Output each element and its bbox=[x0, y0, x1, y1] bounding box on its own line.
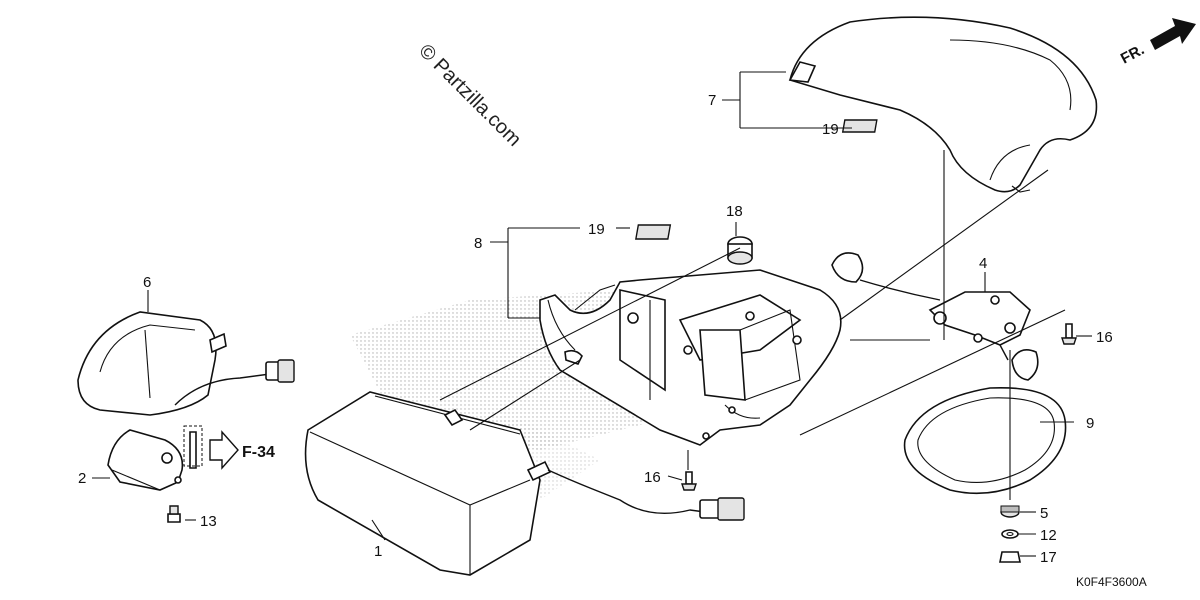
front-arrow-icon bbox=[1150, 18, 1196, 50]
callout-1: 1 bbox=[374, 543, 382, 560]
leader-lines bbox=[92, 71, 1092, 557]
part-7-seat-cowl bbox=[788, 16, 1098, 193]
part-2-license-light-base bbox=[107, 429, 184, 491]
callout-9: 9 bbox=[1086, 415, 1094, 432]
assembly-lines bbox=[439, 150, 1066, 500]
callout-2: 2 bbox=[78, 470, 86, 487]
mounting-screw bbox=[189, 431, 197, 469]
front-direction-indicator: FR. bbox=[1118, 18, 1196, 68]
part-16-screw-center bbox=[681, 471, 697, 491]
reference-f-34: F-34 bbox=[209, 430, 275, 470]
part-1-tail-light bbox=[304, 391, 552, 576]
callout-12: 12 bbox=[1040, 527, 1057, 544]
part-19-pad-lower bbox=[635, 224, 672, 240]
tail-light-wire bbox=[547, 469, 706, 515]
part-6-license-light-cover bbox=[77, 311, 227, 416]
reference-label: F-34 bbox=[242, 444, 275, 461]
watermark-text: © Partzilla.com bbox=[414, 40, 525, 151]
callout-7: 7 bbox=[708, 92, 716, 109]
diagram-code: K0F4F3600A bbox=[1076, 575, 1147, 589]
part-5-nut bbox=[1000, 505, 1020, 518]
callout-4: 4 bbox=[979, 255, 987, 272]
callout-13: 13 bbox=[200, 513, 217, 530]
part-8-rear-undercover bbox=[539, 269, 842, 446]
callout-17: 17 bbox=[1040, 549, 1057, 566]
front-label: FR. bbox=[1118, 41, 1147, 67]
callout-5: 5 bbox=[1040, 505, 1048, 522]
part-12-washer bbox=[1001, 529, 1019, 539]
license-light-connector bbox=[265, 359, 295, 383]
callout-19-lower: 19 bbox=[588, 221, 605, 238]
part-19-pad-upper bbox=[841, 119, 878, 133]
callout-18: 18 bbox=[726, 203, 743, 220]
license-light-wire bbox=[174, 373, 271, 406]
callout-8: 8 bbox=[474, 235, 482, 252]
part-13-screw bbox=[167, 505, 181, 523]
callout-6: 6 bbox=[143, 274, 151, 291]
part-9-seal bbox=[903, 386, 1067, 495]
callout-16-center: 16 bbox=[644, 469, 661, 486]
part-18-grommet bbox=[727, 236, 753, 265]
tail-light-connector bbox=[699, 497, 745, 521]
reference-arrow-icon bbox=[209, 430, 239, 470]
part-16-screw-right bbox=[1061, 323, 1077, 345]
callout-19-upper: 19 bbox=[822, 121, 839, 138]
part-4-bracket bbox=[831, 252, 1039, 381]
callout-16-right: 16 bbox=[1096, 329, 1113, 346]
part-17-nut bbox=[999, 551, 1021, 563]
